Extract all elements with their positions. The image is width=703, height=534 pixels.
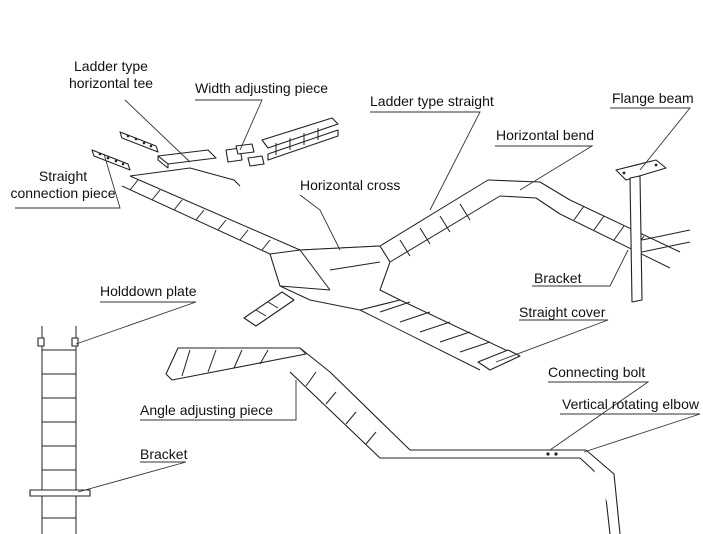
connection-plate-top xyxy=(119,131,159,153)
label-bracket-left: Bracket xyxy=(140,446,188,462)
short-straight-section xyxy=(261,117,339,161)
label-straight-cover: Straight cover xyxy=(519,304,606,320)
horizontal-cross xyxy=(269,245,401,311)
label-straight-connection-piece-text: Straight connection piece xyxy=(10,168,116,201)
cross-lower-run xyxy=(359,299,521,371)
label-horizontal-bend: Horizontal bend xyxy=(496,127,595,143)
label-vertical-rotating-elbow: Vertical rotating elbow xyxy=(562,396,699,412)
label-width-adjusting-piece: Width adjusting piece xyxy=(195,80,329,96)
label-bracket-right: Bracket xyxy=(534,270,582,286)
label-ladder-type-horizontal-tee: Ladder type horizontal tee xyxy=(66,58,156,92)
vertical-ladder xyxy=(29,326,91,534)
label-connecting-bolt: Connecting bolt xyxy=(548,364,646,380)
tee-cover-piece xyxy=(157,149,217,169)
label-angle-adjusting-piece: Angle adjusting piece xyxy=(140,402,274,418)
angle-run xyxy=(165,347,586,459)
cross-left-stub xyxy=(243,291,295,327)
flange-beam xyxy=(615,159,691,303)
width-adjusting-plates xyxy=(225,143,265,167)
straight-connection-plate xyxy=(91,149,131,171)
main-ladder-run xyxy=(121,167,381,255)
label-straight-connection-piece: Straight connection piece xyxy=(6,168,120,202)
label-ladder-type-horizontal-tee-text: Ladder type horizontal tee xyxy=(68,58,154,91)
label-ladder-type-straight: Ladder type straight xyxy=(370,93,494,109)
right-run xyxy=(559,199,681,269)
label-horizontal-cross: Horizontal cross xyxy=(300,177,401,193)
label-holddown-plate: Holddown plate xyxy=(100,283,197,299)
label-flange-beam: Flange beam xyxy=(612,90,694,106)
leader-lines xyxy=(15,99,701,493)
straight-to-bend xyxy=(379,179,501,263)
vertical-elbow xyxy=(579,449,621,534)
horizontal-bend xyxy=(487,179,571,215)
